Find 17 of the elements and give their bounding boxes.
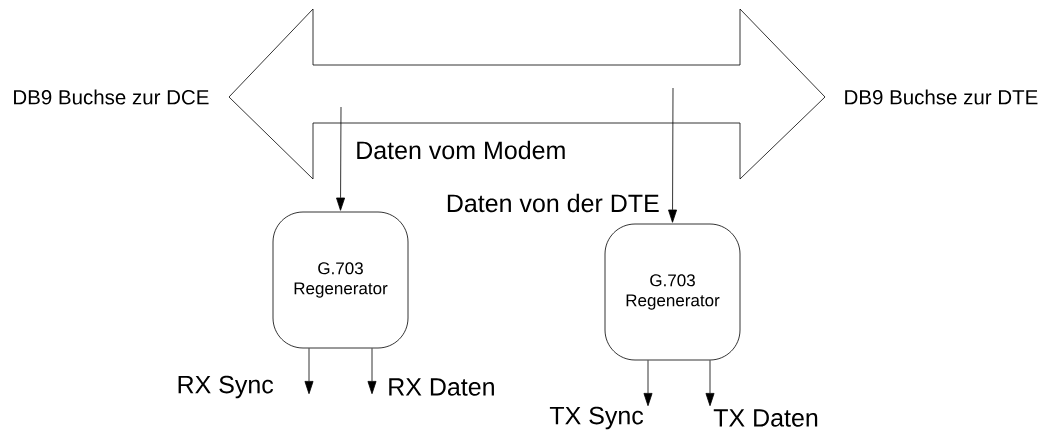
edge-label: Daten vom Modem: [354, 139, 568, 161]
arrow: [668, 87, 677, 223]
arrow: [705, 360, 715, 407]
connector-label: DB9 Buchse zur DCE: [14, 89, 209, 105]
connector-label: DB9 Buchse zur DTE: [845, 89, 1038, 105]
signal-label: RX Daten: [389, 378, 494, 396]
double-arrow-band: [228, 8, 826, 180]
arrow: [643, 360, 653, 407]
process-box: G.703 Regenerator: [272, 211, 409, 349]
process-box: G.703 Regenerator: [604, 223, 741, 361]
arrow: [367, 348, 377, 395]
edge-label: Daten von der DTE: [444, 192, 661, 214]
signal-label: TX Sync: [549, 406, 644, 430]
arrow: [304, 348, 314, 395]
signal-label: TX Daten: [713, 409, 818, 427]
signal-label: RX Sync: [178, 375, 274, 399]
arrow: [336, 106, 346, 211]
